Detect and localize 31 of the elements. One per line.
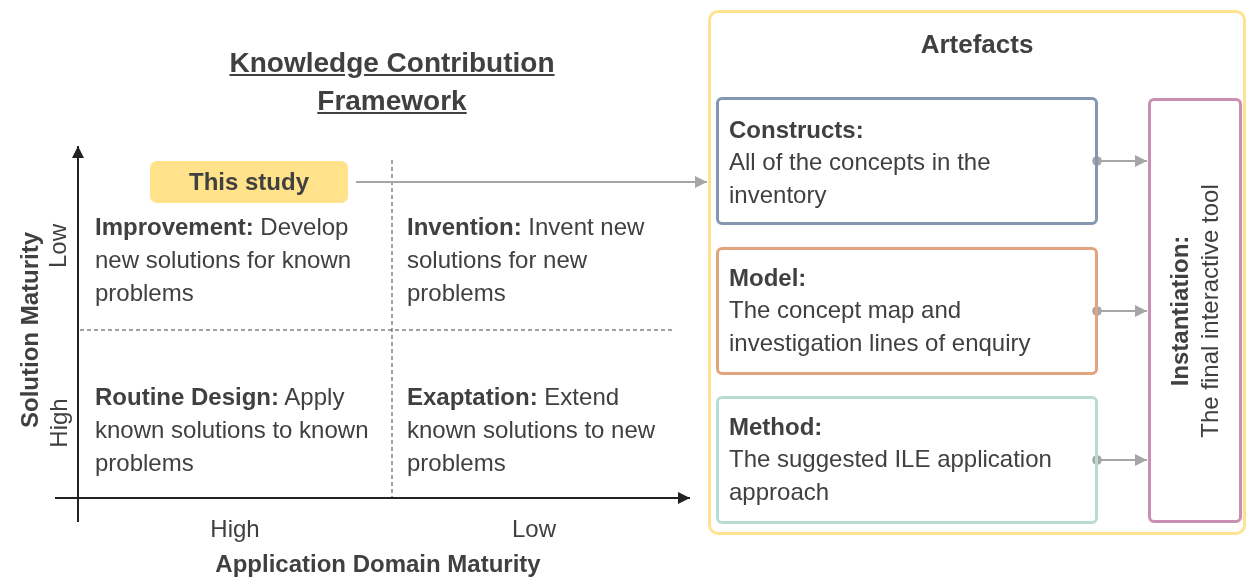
artefact-box (1148, 98, 1242, 523)
node-heading: Method: (729, 412, 824, 442)
quadrant-text: Improvement: Develop new solutions for known problems (95, 212, 353, 308)
arrow (1092, 454, 1148, 466)
axis-title: Solution Maturity (16, 231, 44, 430)
node-heading: Instantiation: (1165, 234, 1194, 388)
node-text: All of the concepts in the inventory (729, 147, 992, 210)
axis-title: Application Domain Maturity (214, 550, 542, 578)
quadrant-text: Invention: Invent new solutions for new problems (407, 212, 646, 308)
node-heading: Constructs: (729, 115, 865, 145)
axis-tick-label: High (209, 515, 261, 543)
artefact-box (716, 247, 1098, 375)
title: Knowledge Contribution Framework (228, 46, 556, 118)
artefact-box (716, 97, 1098, 225)
quadrant-text: Exaptation: Extend known solutions to new problems (407, 382, 657, 478)
node-text: The concept map and investigation lines of enquiry (729, 295, 1032, 358)
artefact-box (716, 396, 1098, 524)
arrow (1092, 305, 1148, 317)
node-heading: Artefacts (919, 29, 1035, 60)
quadrant-text: Routine Design: Apply known solutions to known problems (95, 382, 370, 478)
node-text: The final interactive tool (1195, 182, 1224, 440)
arrow (355, 176, 708, 188)
node-heading: This study (189, 168, 309, 196)
highlight-box (150, 161, 348, 203)
axis-tick-label: High (45, 397, 73, 450)
arrow (1092, 155, 1148, 167)
node-heading: Model: (729, 263, 808, 293)
axis-tick-label: Low (511, 515, 557, 543)
node-text: The suggested ILE application approach (729, 444, 1053, 507)
axis-tick-label: Low (44, 223, 72, 270)
group-box (708, 10, 1246, 535)
